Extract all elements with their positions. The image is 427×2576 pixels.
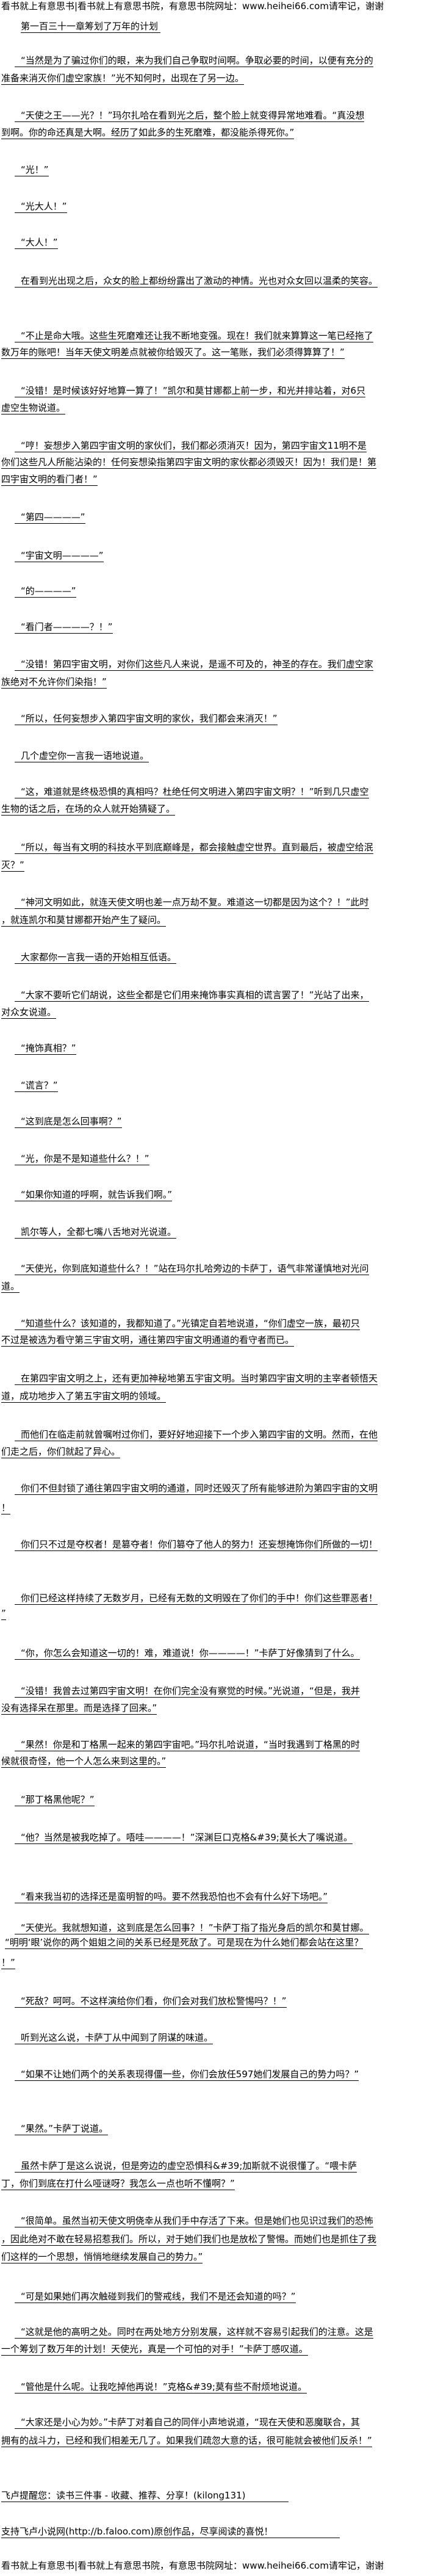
paragraph-line: “大家还是小心为妙。”卡萨丁对着自己的同伴小声地说道，“现在天使和恶魔联合，其	[15, 2416, 360, 2429]
site-header-banner: 看书就上有意思书|看书就上有意思书院，有意思书院网址：www.heihei66.…	[1, 1, 384, 12]
paragraph-line: “这到底是怎么回事啊？”	[15, 1115, 122, 1128]
paragraph-line: 数万年的账吧！当年天使文明差点就被你给毁灭了。这一笔账，我们必须得算算了！”	[1, 347, 345, 359]
paragraph-line: “所以，任何妄想步入第四宇宙文明的家伙，我们都会来消灭！”	[15, 712, 278, 725]
paragraph-line: “这，难道就是终极恐惧的真相吗？杜绝任何文明进入第四宇宙文明？！”听到几只虚空	[15, 786, 369, 798]
paragraph-line: “天使之王——光？！”玛尔扎哈在看到光之后，整个脸上就变得异常地难看。“真没想	[15, 109, 365, 122]
paragraph-line: “那丁格黑他呢？”	[15, 1793, 95, 1806]
paragraph-line: ！	[1, 1502, 11, 1514]
paragraph-line: 们走之后，你们就起了异心。	[1, 1446, 121, 1458]
paragraph-line: “果然！你是和丁格黑一起来的第四宇宙吧。”玛尔扎哈说道，“当时我遇到丁格黑的时	[15, 1738, 360, 1751]
paragraph-line: 准备来消灭你们虚空家族！”光不知何时，出现在了另一边。	[1, 73, 244, 85]
paragraph-line: 到啊。你的命还真是大啊。经历了如此多的生死磨难，都没能杀得死你。”	[1, 127, 295, 139]
paragraph-line: 虚空生物说道。	[1, 402, 66, 414]
paragraph-line: “他？当然是被我吃掉了。唔哇————！”深渊巨口克格&#39;莫长大了嘴说道。	[15, 1831, 353, 1844]
paragraph-line: “没错！是时候该好好地算一算了！”凯尔和莫甘娜都上前一步，和光并排站着，对6只	[15, 385, 366, 397]
paragraph-line: “知道些什么？该知道的，我都知道了。”光镇定自若地说道，“你们虚空一族，最初只	[15, 1317, 360, 1330]
paragraph-line: 你们这些凡人所能沾染的！任何妄想染指第四宇宙文明的家伙都必须毁灭！因为！我们是！…	[1, 457, 377, 469]
paragraph-line: “没错！我曾去过第四宇宙文明！在你们完全没有察觉的时候。”光说道，“但是，我并	[15, 1685, 360, 1698]
paragraph-line: 虽然卡萨丁是这么说说，但是旁边的虚空恐惧科&#39;加斯就不说很懂了。“喂卡萨	[15, 2160, 357, 2173]
paragraph-line: 凯尔等人，全都七嘴八舌地对光说道。	[15, 1226, 177, 1239]
paragraph-line: 你们只不过是夺权者！是篡夺者！你们篡夺了他人的努力！还妄想掩饰你们所做的一切！	[15, 1538, 378, 1551]
paragraph-line: 听到光这么说，卡萨丁从中闻到了阴谋的味道。	[15, 2031, 214, 2044]
paragraph-line: “掩饰真相？”	[15, 1042, 76, 1055]
paragraph-line: “第四————”	[15, 511, 85, 524]
paragraph-line: 候就很奇怪，他一个人怎么来到这里的。”	[1, 1756, 167, 1768]
paragraph-line: “当然是为了骗过你们的眼，来为我们自己争取时间啊。争取必要的时间，以便有充分的	[15, 54, 373, 67]
paragraph-line: “光，你是不是知道些什么？！”	[15, 1152, 149, 1165]
paragraph-line: ！”	[1, 1957, 15, 1969]
paragraph-line: 不过是被选为看守第三宇宙文明，通往第四宇宙文明通道的看守者而已。	[1, 1334, 295, 1347]
paragraph-line: “没错！第四宇宙文明，对你们这些凡人来说，是遥不可及的，神圣的存在。我们虚空家	[15, 658, 373, 671]
paragraph-line: “如果不让她们两个的关系表现得僵一些，你们会放任597她们发展自己的势力吗？”	[15, 2068, 359, 2081]
paragraph-line: “果然。”卡萨丁说道。	[15, 2122, 109, 2135]
paragraph-line: “谎言？”	[15, 1079, 58, 1092]
paragraph-line: “的————”	[15, 585, 76, 598]
site-footer-banner: 看书就上有意思书|看书就上有意思书院，有意思书院网址：www.heihei66.…	[1, 2560, 384, 2571]
paragraph-line: “可是如果她们再次触碰到我们的警戒线，我们不是还会知道的吗？”	[15, 2290, 296, 2303]
paragraph-line: “大人！”	[15, 236, 58, 249]
paragraph-line: 道，成功地步入了第五宇宙文明的领域。	[1, 1391, 167, 1403]
paragraph-line: ，因此绝对不敢在轻易招惹我们。所以，对于她们我们也是放松了警惕。而她们也是抓住了…	[1, 2234, 377, 2246]
paragraph-line: ，就连凯尔和莫甘娜都开始产生了疑问。	[1, 914, 167, 927]
paragraph-line: “大家不要听它们胡说，这些全都是它们用来掩饰事实真相的谎言罢了！”光站了出来，	[15, 989, 369, 1002]
paragraph-line: “管他是什么呢。让我吃掉他再说！”克格&#39;莫有些不耐烦地说道。	[15, 2381, 307, 2393]
paragraph-line: 在第四宇宙文明之上，还有更加神秘地第五宇宙文明。当时第四宇宙文明的主宰者顿悟天	[15, 1372, 378, 1385]
paragraph-line: 一个筹划了数万年的计划！天使光，真是一个可怕的对手！”卡萨丁感叹道。	[1, 2343, 308, 2356]
paragraph-line: “如果你知道的呼啊，就告诉我们啊。”	[15, 1189, 173, 1201]
paragraph-line: 族绝对不允许你们染指！”	[1, 676, 107, 689]
paragraph-line: 几个虚空你一言我一语地说道。	[15, 750, 149, 762]
paragraph-line: 拥有的战斗力，已经和我们相差无几了。如果我们疏忽大意的话，很可能就会被他们反杀！…	[1, 2435, 372, 2447]
paragraph-line: 生物的话之后，在场的众人就开始猜疑了。	[1, 803, 176, 816]
paragraph-line: 四宇宙文明的看门者！”	[1, 474, 98, 486]
paragraph-line: “不止是命大哦。这些生死磨难还让我不断地变强。现在！我们就来算算这一笔已经拖了	[15, 330, 373, 342]
paragraph-line: 你们已经这样持续了无数岁月，已经有无数的文明毁在了你们的手中！你们这些罪恶者！	[15, 1592, 378, 1605]
paragraph-line: “天使光，你到底知道些什么？！”站在玛尔扎哈旁边的卡萨丁，语气非常谨慎地对光问	[15, 1262, 369, 1275]
paragraph-line: “很简单。虽然当初天使文明侥幸从我们手中存活了下来。但是她们也见识过我们的恐怖	[15, 2215, 373, 2227]
paragraph-line: “看来我当初的选择还是蛮明智的吗。要不然我恐怕也不会有什么好下场吧。”	[15, 1890, 328, 1903]
paragraph-line: “宇宙文明————”	[15, 549, 104, 562]
paragraph-line: “死敌？呵呵。不这样演给你们看，你们会对我们放松警惕吗？！”	[15, 1995, 287, 2008]
paragraph-line: 你们不但封锁了通往第四宇宙文明的通道，同时还毁灭了所有能够进阶为第四宇宙的文明	[15, 1482, 378, 1495]
paragraph-line: “你，你怎么会知道这一切的！难，难道说！你————！”卡萨丁好像猜到了什么。	[15, 1647, 360, 1660]
paragraph-line: “神河文明如此，就连天使文明也差一点万劫不复。难道这一切都是因为这个？！”此时	[15, 896, 369, 909]
paragraph-line: ”	[1, 1608, 6, 1620]
support-site-note: 支持飞卢小说网(http://b.faloo.com)原创作品，尽享阅读的喜悦！	[1, 2525, 340, 2538]
paragraph-line: “哼！妄想步入第四宇宙文明的家伙们，我们都必须消灭！因为，第四宇宙文11明不是	[15, 440, 367, 452]
paragraph-line: “光！”	[15, 164, 49, 176]
paragraph-line: “所以，每当有文明的科技水平到底巅峰是，都会接触虚空世界。直到最后，被虚空给泯	[15, 841, 373, 854]
paragraph-line: “看门者————？！”	[15, 621, 113, 634]
paragraph-line: 灭？”	[1, 859, 24, 872]
paragraph-line: 丁，你们到底在打什么哑谜呀？我怎么一点也听不懂啊？”	[1, 2178, 235, 2190]
paragraph-line: 们这样的一个思想，悄悄地继续发展自己的势力。”	[1, 2251, 203, 2263]
paragraph-line: “明明‘眼’说你的两个姐姐之间的关系已经是死敌了。可是现在为什么她们都会站在这里…	[5, 1937, 364, 1949]
paragraph-line: “这就是他的高明之处。同时在两处地方分别发展，这样就不容易引起我们的注意。这是	[15, 2326, 373, 2339]
paragraph-line: 道。	[1, 1281, 20, 1293]
paragraph-line: 对众女说道。	[1, 1007, 57, 1019]
paragraph-line: “天使光。我就想知道，这到底是怎么回事？！”卡萨丁指了指光身后的凯尔和莫甘娜。	[15, 1922, 369, 1934]
reading-reminder-note: 飞卢提醒您：读书三件事 - 收藏、推荐、分享！(kilong131)	[1, 2489, 289, 2502]
paragraph-line: 而他们在临走前就曾嘱咐过你们，要好好地迎接下一个步入第四宇宙的文明。然而，在他	[15, 1428, 378, 1441]
paragraph-line: 没有选择呆在那里。而是选择了回来。”	[1, 1702, 157, 1715]
chapter-title: 第一百三十一章筹划了万年的计划	[21, 20, 161, 33]
paragraph-line: 大家都你一言我一语的开始相互低语。	[15, 951, 177, 964]
paragraph-line: 在看到光出现之后，众女的脸上都纷纷露出了激动的神情。光也对众女回以温柔的笑容。	[15, 275, 378, 288]
paragraph-line: “光大人！”	[15, 200, 67, 213]
